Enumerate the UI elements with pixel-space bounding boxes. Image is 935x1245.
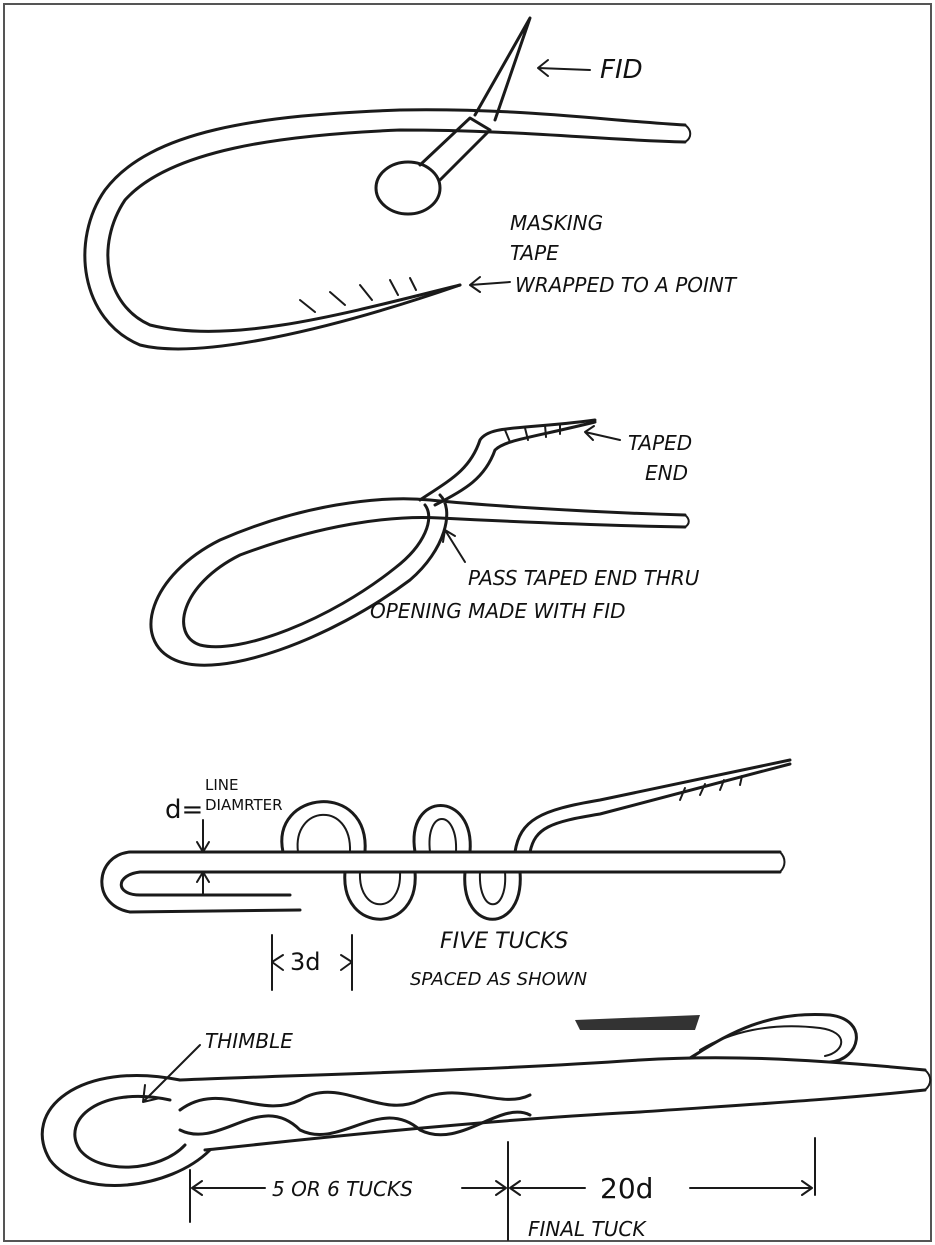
taped-strand (420, 420, 595, 500)
tuck-loop-2 (414, 806, 470, 853)
taped-strand-2 (435, 422, 595, 505)
masking-label-1: MASKING (510, 211, 603, 235)
rope-end-4 (925, 1070, 930, 1090)
tuck-loop-1 (282, 802, 365, 852)
tucks-arrow-right (462, 1181, 506, 1195)
spacing-label: 3d (290, 948, 321, 976)
fid-shape (475, 18, 530, 120)
tucks-caption-1: FIVE TUCKS (440, 929, 568, 954)
pass-arrow (443, 530, 465, 562)
twist-strand-2 (180, 1112, 530, 1135)
figure-4-final-tuck: THIMBLE 5 OR 6 TUCKS 20d FINAL TUCK (42, 1014, 930, 1241)
masking-arrow (470, 277, 510, 292)
pass-caption-1: PASS TAPED END THRU (468, 566, 700, 590)
twist-strand-1 (180, 1092, 530, 1110)
figure-1-fid-insertion: FID MASKING TAPE WRAPPED TO A POINT (85, 18, 738, 349)
thimble-inner (75, 1096, 185, 1167)
tuck-under-1-inner (360, 872, 400, 904)
exit-strand-2 (530, 764, 790, 852)
thimble-label: THIMBLE (205, 1029, 293, 1053)
length-arrow-left (510, 1181, 585, 1195)
taped-label-1: TAPED (628, 431, 692, 455)
length-label: 20d (600, 1172, 653, 1205)
thimble-arrow (143, 1045, 200, 1102)
d-label: d= (165, 795, 203, 825)
rope-end-2 (685, 515, 689, 527)
d-arrow-bottom (197, 872, 209, 895)
rope-end (685, 125, 690, 142)
tucks-label: 5 OR 6 TUCKS (272, 1177, 413, 1201)
splice-bottom (205, 1090, 925, 1150)
tucks-caption-2: SPACED AS SHOWN (410, 969, 587, 990)
figure-2-pass-taped-end: TAPED END PASS TAPED END THRU OPENING MA… (151, 420, 700, 665)
masking-label-3: WRAPPED TO A POINT (515, 273, 738, 297)
fid-arrow (538, 60, 590, 76)
tuck-under-2-inner (480, 872, 505, 904)
pass-caption-2: OPENING MADE WITH FID (370, 599, 626, 623)
taped-label-2: END (645, 461, 688, 485)
fid-handle (376, 162, 440, 214)
main-rope-bottom (121, 872, 780, 895)
final-tape (575, 1015, 700, 1030)
rope-end-3 (780, 852, 785, 872)
tuck-under-1 (345, 872, 415, 919)
splice-top (180, 1058, 925, 1080)
tuck-under-2 (465, 872, 521, 919)
tuck-loop-2-inner (429, 819, 456, 852)
figure-3-five-tucks: d= LINE DIAMRTER 3d FIVE TUCKS SPACED AS… (102, 760, 790, 990)
tuck-loop-1-inner (298, 815, 350, 852)
taped-end-arrow (585, 426, 620, 440)
final-tuck-label: FINAL TUCK (528, 1217, 647, 1241)
tucks-arrow-left (192, 1181, 265, 1195)
length-arrow-right (690, 1181, 812, 1195)
d-label-line: LINE (205, 776, 238, 794)
d-label-diam: DIAMRTER (205, 796, 283, 814)
fid-label: FID (600, 55, 643, 85)
masking-label-2: TAPE (510, 241, 559, 265)
masking-tape (300, 278, 416, 312)
